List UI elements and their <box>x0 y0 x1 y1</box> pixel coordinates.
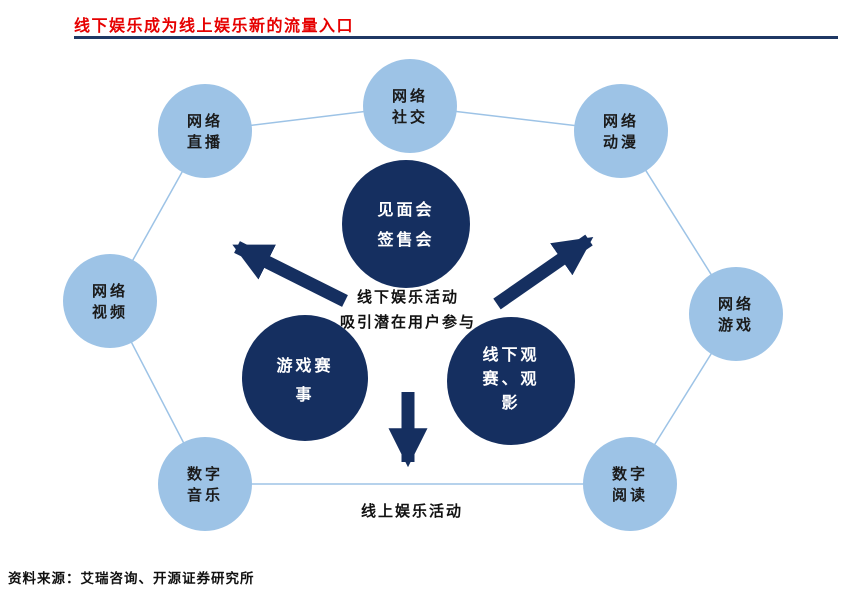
node-online-anime-label-line2: 动漫 <box>603 133 639 151</box>
node-meetup-signing: 见面会 签售会 <box>342 160 470 288</box>
node-digital-music-label-line2: 音乐 <box>187 486 223 504</box>
node-online-social-circle <box>363 59 457 153</box>
node-meetup-signing-circle <box>342 160 470 288</box>
node-online-live-label-line2: 直播 <box>187 133 223 151</box>
node-online-live-label-line1: 网络 <box>187 112 223 130</box>
node-esports-events-label-line1: 游戏赛 <box>276 356 333 375</box>
node-online-video-label-line1: 网络 <box>92 282 128 300</box>
title-underline <box>74 36 838 39</box>
node-online-video-circle <box>63 254 157 348</box>
node-digital-reading: 数字 阅读 <box>583 437 677 531</box>
node-offline-viewing-label-line2: 赛、观 <box>481 369 539 388</box>
node-offline-viewing-label-line1: 线下观 <box>482 345 539 364</box>
node-meetup-signing-label-line1: 见面会 <box>377 200 434 219</box>
center-caption-line1: 线下娱乐活动 <box>357 288 459 306</box>
node-digital-music-label-line1: 数字 <box>187 465 223 483</box>
center-caption-line2: 吸引潜在用户参与 <box>340 313 476 331</box>
node-online-anime-circle <box>574 84 668 178</box>
node-digital-music: 数字 音乐 <box>158 437 252 531</box>
figure-title: 线下娱乐成为线上娱乐新的流量入口 <box>74 18 355 35</box>
arrow-up-right <box>493 234 594 310</box>
node-esports-events: 游戏赛 事 <box>242 315 368 441</box>
node-online-live-circle <box>158 84 252 178</box>
node-online-live: 网络 直播 <box>158 84 252 178</box>
node-online-game: 网络 游戏 <box>689 267 783 361</box>
node-esports-events-circle <box>242 315 368 441</box>
node-digital-reading-label-line1: 数字 <box>612 465 648 483</box>
node-online-anime-label-line1: 网络 <box>603 112 639 130</box>
node-esports-events-label-line2: 事 <box>295 386 314 404</box>
node-online-game-label-line2: 游戏 <box>718 316 754 334</box>
node-online-social-label-line2: 社交 <box>391 108 428 126</box>
node-offline-viewing-label-line3: 影 <box>501 393 520 412</box>
node-online-social: 网络 社交 <box>363 59 457 153</box>
node-online-game-label-line1: 网络 <box>718 295 754 313</box>
node-digital-reading-label-line2: 阅读 <box>612 486 648 504</box>
node-online-game-circle <box>689 267 783 361</box>
source-note: 资料来源：艾瑞咨询、开源证券研究所 <box>8 571 255 586</box>
node-digital-reading-circle <box>583 437 677 531</box>
node-online-social-label-line1: 网络 <box>392 87 428 105</box>
node-digital-music-circle <box>158 437 252 531</box>
node-online-anime: 网络 动漫 <box>574 84 668 178</box>
arrow-up-left <box>232 241 348 307</box>
node-online-video-label-line2: 视频 <box>92 303 128 321</box>
bottom-caption: 线上娱乐活动 <box>361 502 463 520</box>
node-offline-viewing-circle <box>447 317 575 445</box>
node-meetup-signing-label-line2: 签售会 <box>376 230 434 249</box>
node-online-video: 网络 视频 <box>63 254 157 348</box>
node-offline-viewing: 线下观 赛、观 影 <box>447 317 575 445</box>
